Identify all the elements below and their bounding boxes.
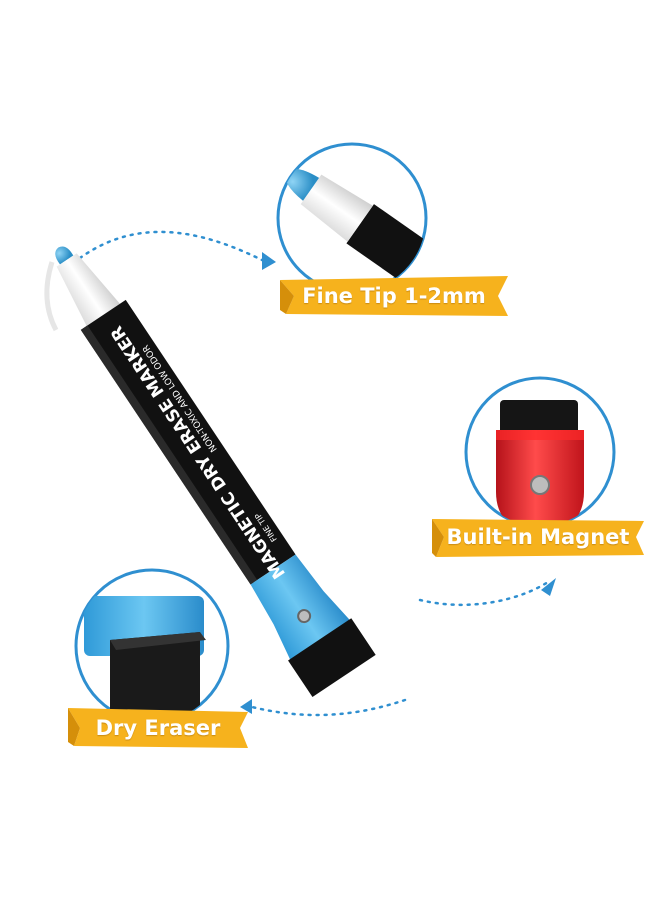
callout-eraser [74,568,230,724]
ribbon-shape [280,276,508,316]
marker-magnet-icon [297,609,312,624]
connector-magnet [418,580,550,607]
ribbon-shape [68,708,248,748]
connector-fine-tip [78,230,264,262]
marker-body [55,246,376,698]
marker-barrel [80,299,296,585]
writing-stroke [44,261,59,332]
marker-tip [55,246,74,265]
ribbon-shape [432,519,644,557]
callout-fine-tip [276,142,428,294]
arrow-magnet-icon [541,578,556,596]
magnet-dot-icon [530,475,550,495]
label-fine-tip: Fine Tip 1-2mm [280,276,508,316]
label-magnet-text: Built-in Magnet [446,525,630,549]
label-eraser: Dry Eraser [68,708,248,748]
label-magnet: Built-in Magnet [432,517,644,557]
marker-cap [250,554,351,661]
marker-cone [56,253,120,326]
connector-eraser [246,698,407,717]
label-eraser-text: Dry Eraser [95,716,221,740]
marker-title-text: MAGNETIC DRY ERASE MARKER [107,322,290,582]
arrow-fine-tip-icon [262,252,276,270]
label-fine-tip-text: Fine Tip 1-2mm [302,284,486,308]
callout-magnet [464,376,616,528]
marker-eraser-pad [288,618,376,698]
arrow-eraser-icon [240,699,252,714]
